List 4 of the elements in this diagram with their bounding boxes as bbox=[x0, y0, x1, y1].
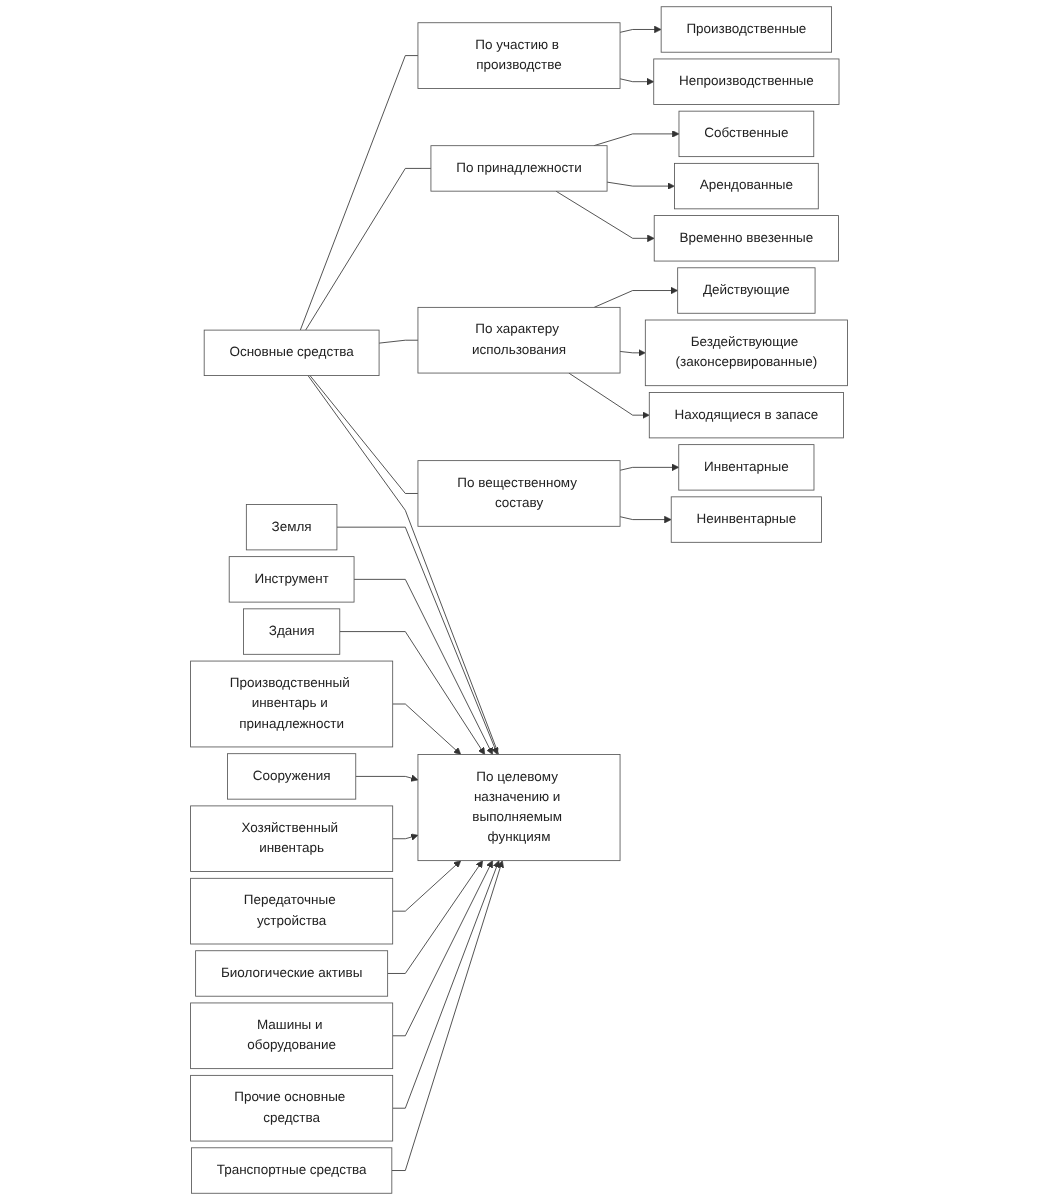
connector bbox=[378, 339, 419, 344]
connector bbox=[305, 168, 432, 331]
connector bbox=[299, 55, 419, 331]
connector bbox=[309, 375, 419, 494]
